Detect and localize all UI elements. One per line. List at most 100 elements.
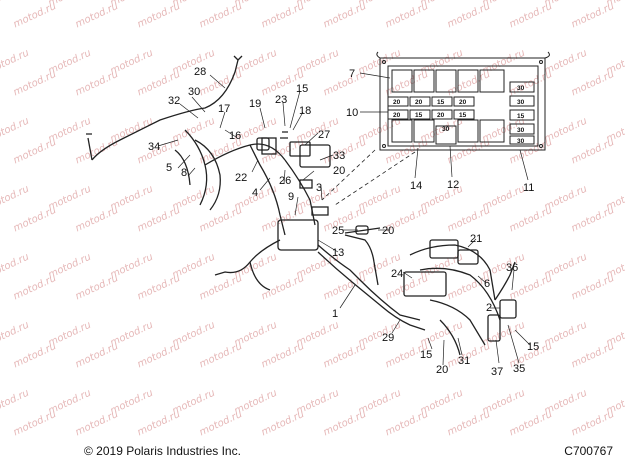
callout-18: 18 xyxy=(299,105,311,117)
callout-3: 3 xyxy=(316,182,322,194)
watermark-text: motod.ru xyxy=(508,1,554,30)
watermark-text: motod.ru xyxy=(570,1,616,30)
callout-34: 34 xyxy=(148,141,160,153)
callout-19: 19 xyxy=(249,98,261,110)
callout-15b: 15 xyxy=(420,349,432,361)
callout-5: 5 xyxy=(166,162,172,174)
fuse-box-detail xyxy=(376,51,550,151)
watermark-text: motod.ru xyxy=(198,273,244,302)
watermark-text: motod.ru xyxy=(570,341,616,370)
fuse-label: 15 xyxy=(459,112,467,119)
watermark-text: motod.ru xyxy=(384,137,430,166)
fuse-label: 30 xyxy=(517,138,525,145)
callout-12: 12 xyxy=(447,179,459,191)
callout-6: 6 xyxy=(484,278,490,290)
watermark-text: motod.ru xyxy=(446,1,492,30)
watermark-text: motod.ru xyxy=(322,273,368,302)
callout-26: 26 xyxy=(279,175,291,187)
callout-33: 33 xyxy=(333,150,345,162)
watermark-text: motod.ru xyxy=(446,205,492,234)
callout-32: 32 xyxy=(168,95,180,107)
watermark-text: motod.ru xyxy=(12,1,58,30)
watermark-text: motod.ru xyxy=(198,1,244,30)
watermark-text: motod.ru xyxy=(0,252,31,281)
main-harness xyxy=(86,55,517,356)
watermark-text: motod.ru xyxy=(570,273,616,302)
fuse-ratings: 20 20 15 20 30 20 15 20 15 30 30 15 30 3… xyxy=(393,85,525,145)
watermark-text: motod.ru xyxy=(74,1,120,30)
fuse-label: 20 xyxy=(415,99,423,106)
fuse-label: 20 xyxy=(393,99,401,106)
fuse-label: 15 xyxy=(415,112,423,119)
watermark-text: motod.ru xyxy=(74,409,120,438)
fuse-label: 30 xyxy=(517,127,525,134)
callout-7: 7 xyxy=(349,68,355,80)
callout-27: 27 xyxy=(318,129,330,141)
watermark-text: motod.ru xyxy=(260,341,306,370)
callout-25: 25 xyxy=(332,225,344,237)
watermark-text: motod.ru xyxy=(136,205,182,234)
watermark-text: motod.ru xyxy=(446,69,492,98)
watermark-text: motod.ru xyxy=(74,137,120,166)
copyright-notice: © 2019 Polaris Industries Inc. xyxy=(84,444,241,458)
fuse-label: 30 xyxy=(442,126,450,133)
callout-20a: 20 xyxy=(333,165,345,177)
watermark-text: motod.ru xyxy=(198,409,244,438)
fuse-label: 20 xyxy=(459,99,467,106)
watermark-text: motod.ru xyxy=(570,205,616,234)
watermark-text: motod.ru xyxy=(12,137,58,166)
watermark-text: motod.ru xyxy=(0,388,31,417)
callout-29: 29 xyxy=(382,332,394,344)
callout-23: 23 xyxy=(275,94,287,106)
watermark-text: motod.ru xyxy=(136,273,182,302)
watermark-text: motod.ru xyxy=(508,137,554,166)
watermark-text: motod.ru xyxy=(260,409,306,438)
callout-8: 8 xyxy=(181,167,187,179)
callout-24: 24 xyxy=(391,268,403,280)
callout-20c: 20 xyxy=(436,364,448,376)
watermark-text: motod.ru xyxy=(74,341,120,370)
watermark-text: motod.ru xyxy=(508,205,554,234)
watermark-text: motod.ru xyxy=(260,1,306,30)
callout-11: 11 xyxy=(523,182,534,194)
callout-9: 9 xyxy=(288,191,294,203)
watermark-text: motod.ru xyxy=(12,341,58,370)
watermark-text: motod.ru xyxy=(0,48,31,77)
watermark-text: motod.ru xyxy=(570,409,616,438)
watermark-text: motod.ru xyxy=(12,69,58,98)
watermark-text: motod.ru xyxy=(74,273,120,302)
watermark-text: motod.ru xyxy=(12,409,58,438)
callout-labels: 28 30 32 17 34 5 8 16 19 23 15 18 27 33 … xyxy=(148,66,539,378)
callout-31: 31 xyxy=(458,355,470,367)
callout-10: 10 xyxy=(346,107,358,119)
callout-28: 28 xyxy=(194,66,206,78)
watermark-text: motod.ru xyxy=(198,341,244,370)
figure-id: C700767 xyxy=(564,444,613,458)
callout-15c: 15 xyxy=(527,341,539,353)
callout-2: 2 xyxy=(486,302,492,314)
callout-22: 22 xyxy=(235,172,247,184)
callout-1: 1 xyxy=(332,308,338,320)
watermark-text: motod.ru xyxy=(508,69,554,98)
callout-20b: 20 xyxy=(382,225,394,237)
fuse-label: 20 xyxy=(437,112,445,119)
callout-21: 21 xyxy=(470,233,482,245)
watermark-text: motod.ru xyxy=(136,341,182,370)
callout-14: 14 xyxy=(410,180,422,192)
watermark-text: motod.ru xyxy=(0,184,31,213)
fuse-label: 20 xyxy=(393,112,401,119)
callout-30: 30 xyxy=(188,86,200,98)
callout-17: 17 xyxy=(218,103,230,115)
watermark-text: motod.ru xyxy=(605,0,625,9)
watermark-text: motod.ru xyxy=(260,273,306,302)
callout-16: 16 xyxy=(229,130,241,142)
watermark-text: motod.ru xyxy=(446,137,492,166)
leader-lines xyxy=(157,74,531,366)
fuse-label: 30 xyxy=(517,85,525,92)
fuse-label: 15 xyxy=(517,113,525,120)
callout-4: 4 xyxy=(252,187,258,199)
watermark-text: motod.ru xyxy=(570,69,616,98)
detail-leader-line xyxy=(321,149,416,206)
watermark-text: motod.ru xyxy=(136,409,182,438)
